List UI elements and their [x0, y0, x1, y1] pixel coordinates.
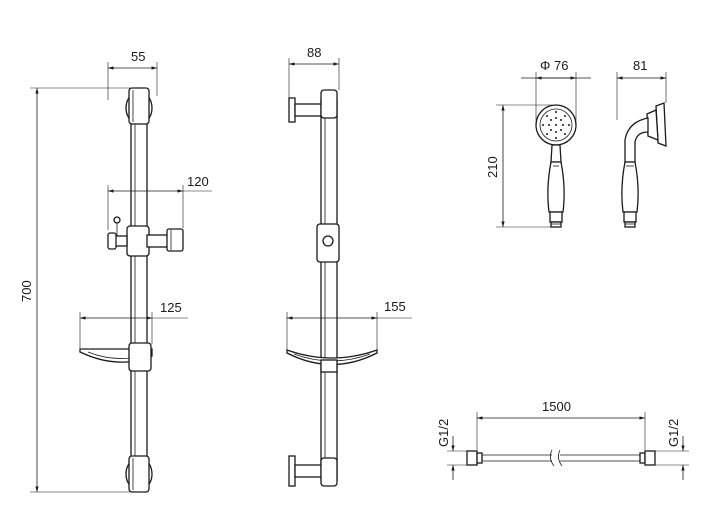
hose-dimensions: 1500 G1/2 G1/2	[436, 399, 689, 480]
handshower-side-icon	[621, 102, 667, 228]
dish-offset-side-label: 155	[384, 299, 406, 314]
side-depth-label: 88	[307, 45, 321, 60]
total-height-label: 700	[19, 280, 34, 302]
head-diameter-label: Φ 76	[540, 58, 568, 73]
shower-hose-icon	[466, 449, 656, 467]
dish-offset-front-label: 125	[160, 300, 182, 315]
head-depth-label: 81	[633, 58, 647, 73]
handshower-front-icon	[535, 104, 577, 228]
front-width-label: 55	[131, 49, 145, 64]
handshower-side-dimensions: 81	[616, 58, 667, 120]
handshower-front-dimensions: Φ 76 210	[485, 58, 591, 228]
side-view-dimensions: 88 155	[286, 45, 412, 350]
slide-rail-side-icon	[286, 89, 378, 487]
hose-length-label: 1500	[542, 399, 571, 414]
slide-rail-front-icon	[79, 87, 184, 493]
thread-left-label: G1/2	[436, 419, 451, 447]
holder-offset-label: 120	[187, 174, 209, 189]
thread-right-label: G1/2	[666, 419, 681, 447]
handset-length-label: 210	[485, 156, 500, 178]
front-view-dimensions: 55 120 125 700	[19, 49, 212, 493]
